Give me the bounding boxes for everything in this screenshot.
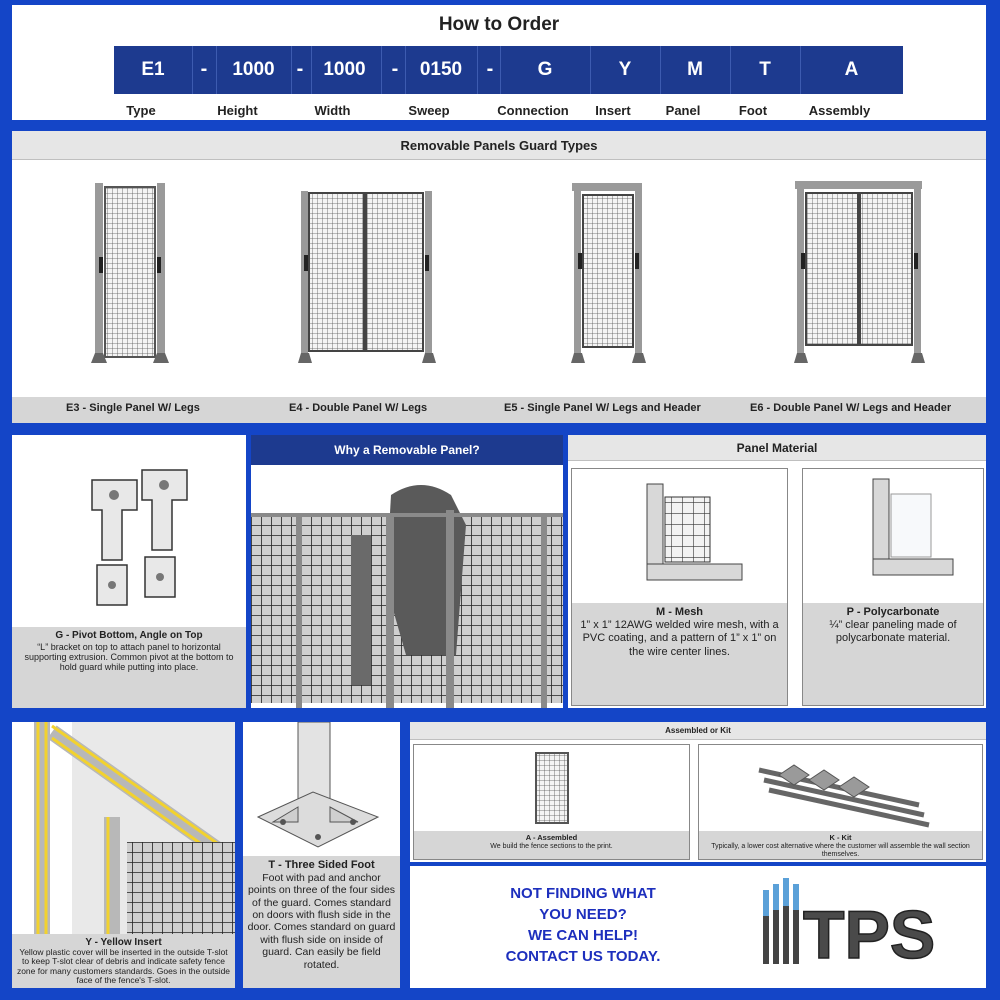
tps-logo: TPS	[763, 878, 936, 974]
code-separator: -	[200, 58, 208, 80]
e3-guard-image	[91, 183, 169, 363]
cta-line: WE CAN HELP!	[528, 927, 638, 944]
material-panel: Panel Material M - Mesh 1” x 1” 12AWG we…	[568, 435, 986, 708]
robot-cell-image	[251, 485, 563, 708]
e6-guard-image	[794, 181, 925, 363]
insert-title: Y - Yellow Insert	[85, 937, 162, 948]
order-title: How to Order	[438, 14, 560, 35]
foot-panel: T - Three Sided Foot Foot with pad and a…	[243, 722, 400, 988]
code-assembly: A	[844, 59, 859, 80]
code-sweep: 0150	[419, 59, 463, 80]
poly-caption: P - Polycarbonate ¼” clear paneling made…	[803, 603, 983, 705]
code-separator: -	[486, 58, 494, 80]
code-type: E1	[141, 59, 165, 80]
guard-illustrations	[91, 181, 925, 363]
assembled-text: We build the fence sections to the print…	[490, 842, 613, 850]
guard-types-panel: Removable Panels Guard Types	[12, 131, 986, 423]
label-foot: Foot	[738, 103, 768, 118]
code-separator: -	[391, 58, 399, 80]
pivot-text: “L” bracket on top to attach panel to ho…	[24, 641, 234, 673]
foot-title: T - Three Sided Foot	[268, 859, 375, 871]
assembled-image	[535, 752, 569, 824]
mesh-text: 1” x 1” 12AWG welded wire mesh, with a P…	[580, 619, 779, 658]
insert-panel: Y - Yellow Insert Yellow plastic cover w…	[12, 722, 235, 988]
mesh-box: M - Mesh 1” x 1” 12AWG welded wire mesh,…	[571, 468, 788, 706]
label-assembly: Assembly	[808, 103, 871, 118]
pivot-bracket-image	[91, 469, 188, 606]
pivot-panel: G - Pivot Bottom, Angle on Top “L” brack…	[12, 435, 246, 708]
poly-text: ¼” clear paneling made of polycarbonate …	[829, 619, 957, 645]
kit-title: K - Kit	[829, 833, 852, 842]
label-type: Type	[126, 103, 156, 118]
kit-text: Typically, a lower cost alternative wher…	[711, 842, 970, 858]
pivot-caption: G - Pivot Bottom, Angle on Top “L” brack…	[12, 627, 246, 708]
assembled-caption: A - Assembled We build the fence section…	[414, 831, 689, 859]
cta-line: CONTACT US TODAY.	[505, 948, 661, 965]
assembly-title: Assembled or Kit	[410, 722, 986, 740]
code-foot: T	[759, 59, 771, 80]
e6-label: E6 - Double Panel W/ Legs and Header	[750, 402, 952, 414]
foot-image	[256, 722, 380, 848]
e4-guard-image	[298, 191, 436, 363]
kit-image	[758, 764, 930, 828]
code-separator: -	[296, 58, 304, 80]
why-title: Why a Removable Panel?	[251, 435, 563, 465]
material-title: Panel Material	[568, 435, 986, 461]
label-panel: Panel	[665, 103, 701, 118]
pivot-title: G - Pivot Bottom, Angle on Top	[55, 630, 203, 641]
mesh-caption: M - Mesh 1” x 1” 12AWG welded wire mesh,…	[572, 603, 787, 705]
e4-label: E4 - Double Panel W/ Legs	[289, 402, 428, 414]
label-width: Width	[314, 103, 351, 118]
code-panel: M	[687, 59, 703, 80]
assembled-title: A - Assembled	[525, 833, 578, 842]
yellow-insert-image	[34, 722, 235, 934]
foot-text: Foot with pad and anchor points on three…	[247, 871, 396, 971]
cta-text: NOT FINDING WHAT YOU NEED? WE CAN HELP! …	[458, 883, 708, 967]
tps-logo-text: TPS	[803, 897, 935, 973]
assembled-box: A - Assembled We build the fence section…	[413, 744, 690, 860]
code-height: 1000	[232, 59, 275, 80]
why-panel: Why a Removable Panel?	[251, 435, 563, 708]
how-to-order-panel: How to Order E1 - 1000 - 1000 - 0150 - G…	[12, 5, 986, 120]
mesh-image	[646, 483, 743, 581]
cta-panel: NOT FINDING WHAT YOU NEED? WE CAN HELP! …	[410, 866, 986, 988]
kit-caption: K - Kit Typically, a lower cost alternat…	[699, 831, 982, 859]
e3-label: E3 - Single Panel W/ Legs	[66, 402, 200, 414]
label-sweep: Sweep	[408, 103, 450, 118]
cta-line: NOT FINDING WHAT	[510, 885, 656, 902]
e5-guard-image	[571, 183, 646, 363]
polycarbonate-image	[872, 478, 954, 576]
poly-title: P - Polycarbonate	[846, 606, 940, 618]
mesh-title: M - Mesh	[655, 606, 704, 618]
code-connection: G	[537, 59, 553, 80]
foot-caption: T - Three Sided Foot Foot with pad and a…	[243, 856, 400, 988]
label-connection: Connection	[497, 103, 569, 118]
insert-text: Yellow plastic cover will be inserted in…	[16, 947, 231, 986]
label-insert: Insert	[595, 103, 631, 118]
order-code-bar: E1 - 1000 - 1000 - 0150 - G Y M T A	[114, 46, 903, 94]
cta-line: YOU NEED?	[539, 906, 627, 923]
code-insert: Y	[618, 59, 632, 80]
poly-box: P - Polycarbonate ¼” clear paneling made…	[802, 468, 984, 706]
label-height: Height	[217, 103, 258, 118]
guard-types-title: Removable Panels Guard Types	[12, 131, 986, 160]
assembly-panel: Assembled or Kit A - Assembled We build …	[410, 722, 986, 862]
code-width: 1000	[323, 59, 366, 80]
kit-box: K - Kit Typically, a lower cost alternat…	[698, 744, 983, 860]
insert-caption: Y - Yellow Insert Yellow plastic cover w…	[12, 934, 235, 988]
e5-label: E5 - Single Panel W/ Legs and Header	[504, 402, 701, 414]
